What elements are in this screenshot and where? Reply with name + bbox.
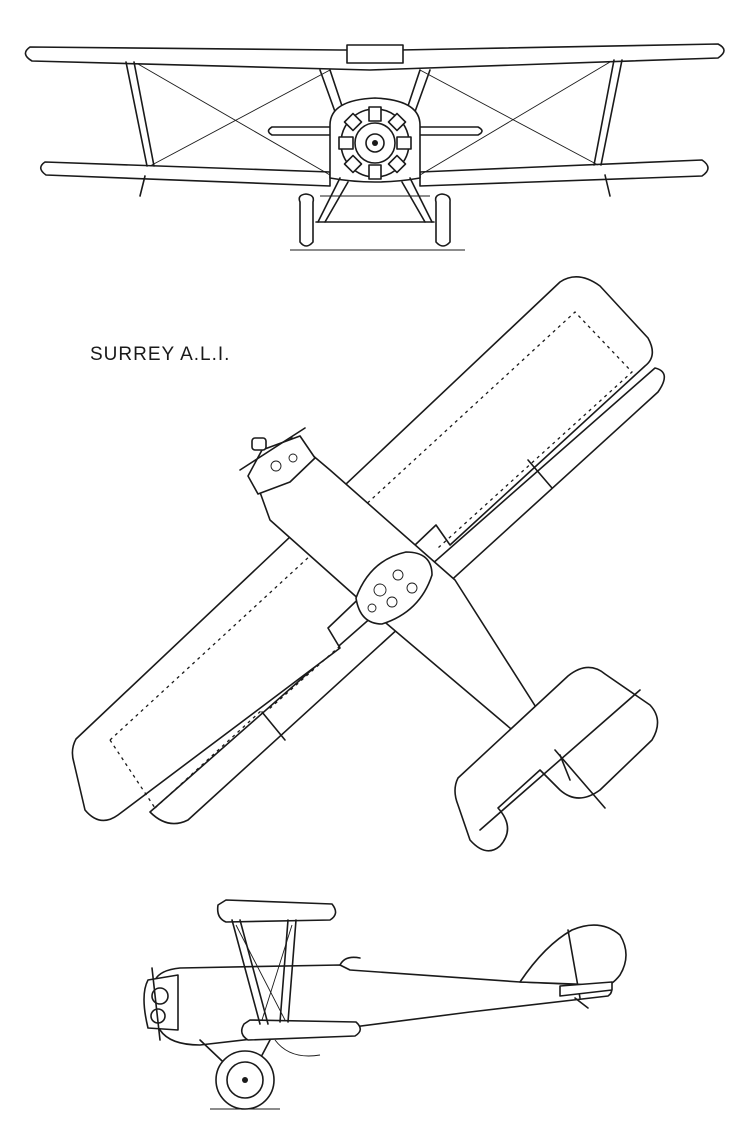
- side-tailplane: [559, 981, 613, 997]
- front-strut-left-outer: [125, 61, 148, 167]
- front-upper-wing-center: [346, 44, 404, 64]
- front-lower-wing: [39, 161, 331, 187]
- front-wheel-right: [434, 193, 451, 247]
- plan-cockpit: [355, 551, 433, 625]
- front-lower-wing-right: [419, 159, 709, 187]
- side-interplane-struts: [231, 919, 297, 1025]
- plan-view: [71, 276, 666, 852]
- plan-cockpit-detail: [367, 569, 418, 613]
- side-cockpit: [339, 956, 361, 966]
- front-undercarriage: [315, 177, 435, 223]
- side-tail-skid: [574, 997, 589, 1009]
- side-upper-wing: [216, 899, 337, 923]
- front-wheel-left: [298, 193, 315, 247]
- side-lower-wing: [240, 1019, 362, 1041]
- front-strut-right-outer: [600, 59, 623, 166]
- front-bracing-wires: [137, 61, 611, 176]
- side-view: [143, 899, 627, 1110]
- plan-elevator-hinge: [479, 689, 641, 831]
- aircraft-name-label: SURREY A.L.I.: [90, 344, 231, 365]
- front-strut-right-inner: [593, 59, 615, 166]
- plan-aileron-right: [527, 459, 553, 489]
- side-engine: [143, 967, 179, 1041]
- plan-aileron-left: [261, 711, 286, 741]
- plan-rudder: [554, 749, 606, 809]
- plan-tailplane: [454, 666, 659, 852]
- front-radial-engine: [338, 106, 412, 180]
- side-wheel: [215, 1050, 275, 1110]
- front-strut-left-inner: [133, 61, 155, 167]
- front-view: [24, 43, 725, 251]
- plan-engine: [239, 427, 316, 495]
